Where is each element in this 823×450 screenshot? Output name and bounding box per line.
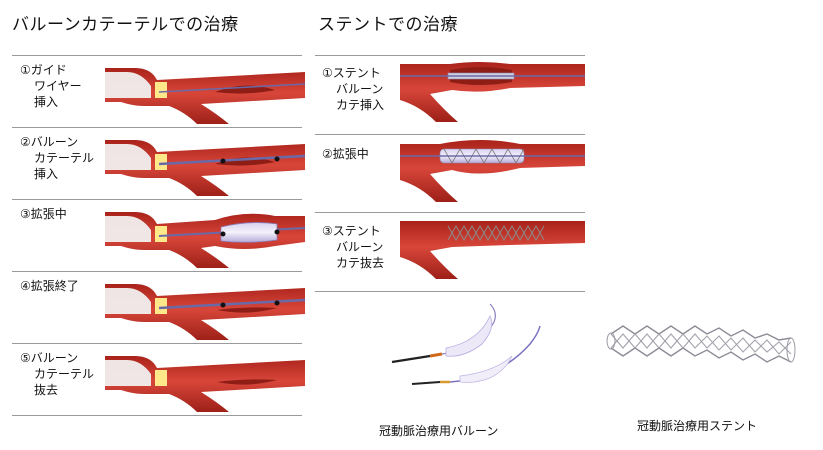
step-num: ③ xyxy=(20,207,31,221)
stent-image xyxy=(606,325,796,363)
left-step-5: ⑤バルーン カテーテル 抜去 xyxy=(20,350,94,398)
step-line: ステント xyxy=(332,66,381,80)
step-line: ワイヤー xyxy=(34,79,82,93)
divider xyxy=(12,271,302,272)
left-step-3: ③拡張中 xyxy=(20,206,67,222)
step-line: 拡張中 xyxy=(332,147,369,161)
stent-step-1: ①ステント バルーン カテ挿入 xyxy=(322,65,384,113)
step-line: バルーン xyxy=(336,240,384,254)
vessel-illustration xyxy=(105,140,305,196)
step-num: ⑤ xyxy=(20,351,31,365)
step-line: 挿入 xyxy=(34,95,59,109)
divider xyxy=(12,199,302,200)
step-num: ② xyxy=(322,147,333,161)
step-line: バルーン xyxy=(30,135,79,149)
stent-step-2: ②拡張中 xyxy=(322,146,369,162)
vessel-illustration xyxy=(400,62,585,122)
step-line: カテ抜去 xyxy=(336,256,385,270)
step-line: カテーテル xyxy=(34,151,95,165)
vessel-illustration xyxy=(105,68,305,124)
left-title: バルーンカテーテルでの治療 xyxy=(12,15,239,35)
divider xyxy=(315,134,585,135)
vessel-illustration xyxy=(400,221,585,279)
vessel-illustration xyxy=(105,284,305,340)
step-line: バルーン xyxy=(30,351,79,365)
balloon-catheter-image xyxy=(391,303,541,385)
step-line: バルーン xyxy=(336,82,384,96)
vessel-illustration xyxy=(105,356,305,412)
step-line: 拡張終了 xyxy=(30,279,79,293)
divider xyxy=(12,343,302,344)
step-num: ③ xyxy=(322,224,333,238)
step-num: ② xyxy=(20,135,31,149)
divider xyxy=(12,127,302,128)
step-line: ガイド xyxy=(30,63,67,77)
divider xyxy=(315,291,585,292)
vessel-illustration xyxy=(400,140,585,202)
step-num: ① xyxy=(322,66,333,80)
vessel-illustration xyxy=(105,212,305,268)
balloon-caption: 冠動脈治療用バルーン xyxy=(379,424,499,438)
left-step-4: ④拡張終了 xyxy=(20,278,79,294)
divider xyxy=(315,212,585,213)
divider xyxy=(12,415,302,416)
left-step-2: ②バルーン カテーテル 挿入 xyxy=(20,134,94,182)
divider xyxy=(315,55,585,56)
step-num: ① xyxy=(20,63,31,77)
step-line: 拡張中 xyxy=(30,207,67,221)
step-line: カテ挿入 xyxy=(336,98,385,112)
right-title: ステントでの治療 xyxy=(318,15,458,35)
stent-caption: 冠動脈治療用ステント xyxy=(637,419,758,433)
step-line: 挿入 xyxy=(34,167,59,181)
left-step-1: ①ガイド ワイヤー 挿入 xyxy=(20,62,82,110)
divider xyxy=(12,55,302,56)
step-line: ステント xyxy=(332,224,381,238)
step-line: 抜去 xyxy=(34,383,59,397)
step-line: カテーテル xyxy=(34,367,95,381)
step-num: ④ xyxy=(20,279,31,293)
stent-step-3: ③ステント バルーン カテ抜去 xyxy=(322,223,384,271)
